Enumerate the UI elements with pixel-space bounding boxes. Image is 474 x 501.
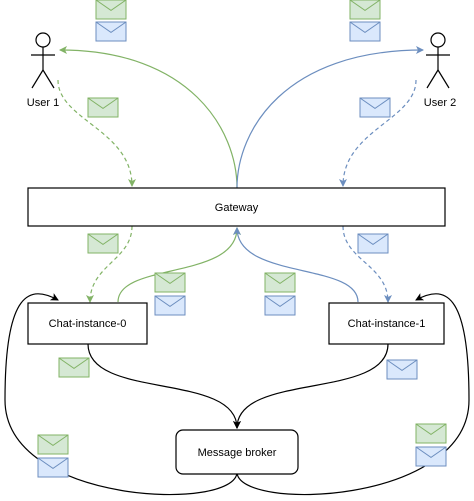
gateway-to-user2-edge (236, 46, 424, 189)
envelope-icon (386, 359, 418, 380)
user2-stick-figure-icon (426, 32, 450, 89)
user1-label: User 1 (27, 97, 59, 109)
broker-to-chat1-edge (236, 293, 470, 496)
chat0-to-broker-edge (87, 343, 241, 429)
chat1-to-gateway-edge (233, 227, 359, 303)
envelope-icon (415, 423, 447, 444)
message-broker-node: Message broker (175, 429, 299, 475)
gateway-label: Gateway (215, 202, 259, 214)
user1-stick-figure-icon (31, 32, 55, 89)
envelope-icon (154, 272, 186, 293)
envelope-icon (87, 97, 119, 118)
envelope-icon (264, 272, 296, 293)
chat-instance-0-label: Chat-instance-0 (49, 318, 127, 330)
envelope-icon (415, 446, 447, 467)
envelope-icon (95, 0, 127, 20)
chat1-to-broker-edge (233, 343, 389, 429)
gateway-node: Gateway (27, 187, 446, 227)
envelope-icon (87, 233, 119, 254)
chat-instance-1-label: Chat-instance-1 (348, 318, 426, 330)
message-envelopes (37, 0, 447, 478)
user1-to-gateway-edge (57, 79, 136, 187)
chat0-to-gateway-edge (117, 227, 241, 303)
envelope-icon (58, 357, 90, 378)
broker-to-chat0-edge (4, 293, 238, 496)
envelope-icon (349, 21, 381, 42)
envelope-icon (264, 295, 296, 316)
chat-instance-1-node: Chat-instance-1 (328, 302, 445, 345)
chat-instance-0-node: Chat-instance-0 (27, 302, 148, 345)
user2-to-gateway-edge (339, 79, 417, 187)
envelope-icon (154, 295, 186, 316)
gateway-to-user1-edge (59, 46, 238, 189)
envelope-icon (37, 457, 69, 478)
envelope-icon (95, 21, 127, 42)
gateway-to-chat0-edge (86, 225, 133, 303)
envelope-icon (349, 0, 381, 20)
user2-label: User 2 (424, 97, 456, 109)
envelope-icon (359, 97, 391, 118)
gateway-to-chat1-edge (342, 225, 392, 303)
envelope-icon (357, 233, 389, 254)
message-broker-label: Message broker (198, 447, 277, 459)
envelope-icon (37, 434, 69, 455)
